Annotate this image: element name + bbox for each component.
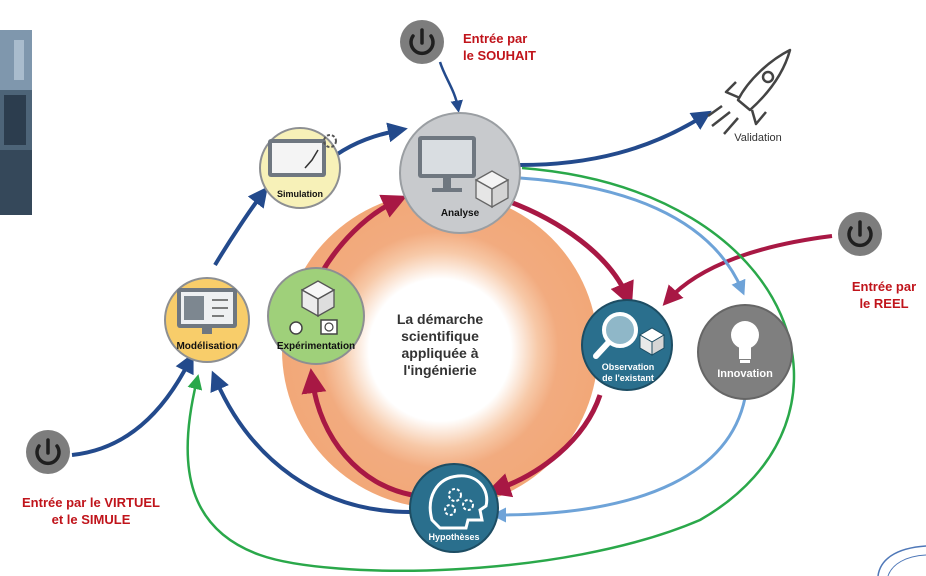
entry-reel-line2: le REEL	[859, 296, 909, 311]
entry-souhait: Entrée par le SOUHAIT	[463, 30, 536, 64]
arrow-analyse-to-innovation	[519, 176, 746, 296]
photo-fragment	[0, 30, 32, 215]
node-modelisation[interactable]	[164, 277, 250, 363]
magnifier-icon	[593, 312, 665, 359]
label-experimentation: Expérimentation	[276, 341, 356, 352]
decorative-arc	[877, 545, 926, 576]
center-title-line1: La démarche	[396, 311, 484, 327]
arrow-modelisation-to-simulation	[213, 186, 268, 267]
label-observation-line2: de l'existant	[602, 373, 654, 383]
arrow-hypotheses-to-experimentation	[301, 368, 413, 498]
entry-virtuel-line1: Entrée par le VIRTUEL	[22, 495, 160, 510]
label-simulation: Simulation	[276, 189, 323, 199]
node-innovation[interactable]	[697, 304, 793, 400]
entry-reel-line1: Entrée par	[851, 279, 917, 294]
arrow-analyse-to-observation	[504, 197, 634, 308]
center-title: La démarche scientifique appliquée à l'i…	[375, 311, 505, 379]
node-hypotheses[interactable]	[409, 463, 499, 553]
label-observation: Observation de l'existant	[590, 362, 666, 384]
label-analyse: Analyse	[440, 208, 480, 219]
label-hypotheses: Hypothèses	[428, 532, 480, 542]
power-icon[interactable]	[26, 430, 70, 474]
lightbulb-icon	[731, 321, 759, 363]
arrow-observation-to-hypotheses	[485, 394, 603, 498]
node-experimentation[interactable]	[267, 267, 365, 365]
node-observation[interactable]	[581, 299, 673, 391]
power-icon[interactable]	[400, 20, 444, 64]
cube-icon	[474, 170, 510, 209]
arrow-virtuel-to-modelisation	[71, 352, 194, 457]
label-validation: Validation	[734, 132, 782, 144]
center-title-line3: appliquée à	[401, 345, 479, 361]
entry-virtuel-line2: et le SIMULE	[51, 512, 131, 527]
entry-souhait-line2: le SOUHAIT	[463, 48, 536, 63]
arrow-hypotheses-to-modelisation	[210, 370, 411, 514]
head-gears-icon	[428, 474, 489, 530]
arrow-simulation-to-analyse	[334, 122, 408, 157]
timer-icon	[289, 319, 338, 335]
arrow-innovation-to-hypotheses	[491, 397, 747, 523]
center-title-line4: l'ingénierie	[403, 362, 477, 378]
entry-reel: Entrée par le REEL	[842, 278, 926, 312]
arrow-reel-to-observation	[662, 234, 833, 306]
label-modelisation: Modélisation	[176, 341, 238, 352]
power-icon[interactable]	[838, 212, 882, 256]
gear-icon	[323, 134, 337, 148]
rocket-icon	[707, 48, 792, 135]
node-analyse[interactable]	[399, 112, 521, 234]
monitor-icon	[177, 288, 237, 334]
arrow-analyse-to-validation	[519, 110, 712, 167]
label-innovation: Innovation	[717, 368, 773, 380]
arrow-souhait-to-analyse	[438, 61, 463, 113]
arrow-green-loop	[186, 166, 796, 572]
arrow-experimentation-to-analyse	[319, 194, 408, 274]
label-observation-line1: Observation	[601, 362, 655, 372]
entry-souhait-line1: Entrée par	[463, 31, 528, 46]
center-title-line2: scientifique	[401, 328, 479, 344]
node-simulation[interactable]	[259, 127, 341, 209]
entry-virtuel: Entrée par le VIRTUEL et le SIMULE	[8, 494, 174, 528]
cube-icon	[300, 280, 336, 318]
